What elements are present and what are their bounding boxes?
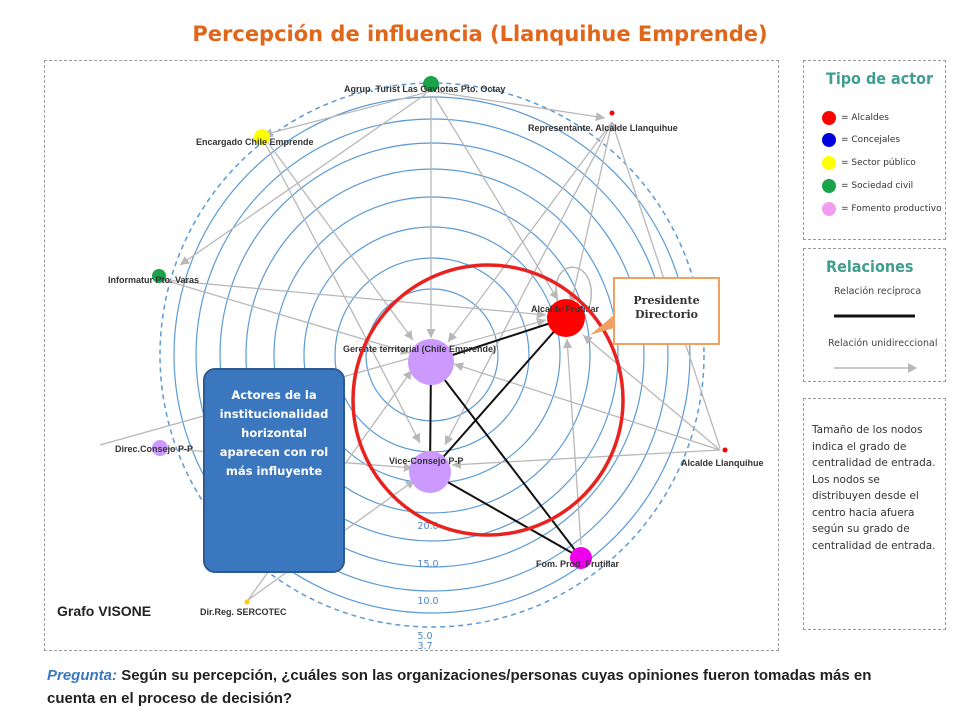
scale-label: 15.0 <box>417 559 438 570</box>
ring <box>195 118 669 592</box>
question-lead: Pregunta: <box>47 667 118 684</box>
edge <box>265 144 421 444</box>
edge <box>444 121 613 446</box>
ring <box>245 168 619 542</box>
legend-dot <box>822 179 836 193</box>
node-label: Representante. Alcalde Llanquihue <box>528 123 678 133</box>
scale-label: 3.7 <box>417 641 432 652</box>
legend-label: = Alcaldes <box>841 113 889 123</box>
edge-reciprocal <box>430 361 582 559</box>
relations-legend: Relaciones Relación recíproca Relación u… <box>803 248 946 382</box>
node-direc-consejo <box>152 440 168 456</box>
node-label: Encargado Chile Emprende <box>196 137 314 147</box>
node-gerente-territorial <box>408 339 454 385</box>
edge-reciprocal <box>429 317 567 473</box>
legend-item: = Concejales <box>822 132 900 148</box>
legend-item: = Alcaldes <box>822 110 889 126</box>
node-label: Gerente territorial (Chile Emprende) <box>343 344 496 354</box>
node-fom-prod-frutillar <box>570 547 592 569</box>
edge <box>435 91 606 122</box>
node-representante-alcalde <box>609 110 615 116</box>
node-alcalde-frutillar <box>547 299 585 337</box>
reciprocal-label: Relación recíproca <box>834 286 922 297</box>
edge <box>447 121 613 343</box>
node-label: Informatur Pto. Varas <box>108 275 199 285</box>
legend-label: = Concejales <box>841 135 901 145</box>
node-label: Alcalde Llanquihue <box>681 458 764 468</box>
legend-label: = Sector público <box>841 158 916 168</box>
scale-label: 20.0 <box>417 521 438 532</box>
edge <box>265 139 414 341</box>
callout-pointer <box>590 315 614 335</box>
node-informatur <box>152 269 166 283</box>
node-label: Direc.Consejo P-P <box>115 444 193 454</box>
edge <box>563 338 582 546</box>
institutional-actors-note: Actores de la institucionalidad horizont… <box>203 368 345 573</box>
callout-line: Directorio <box>635 308 698 321</box>
edge <box>568 121 613 305</box>
ring <box>273 196 591 514</box>
legend-label: = Sociedad civil <box>841 181 914 191</box>
unidirectional-label: Relación unidireccional <box>828 338 938 349</box>
node-encargado-chile-emprende <box>254 129 270 145</box>
node-label: Alcalde Frutillar <box>531 304 600 314</box>
node-sercotec <box>244 599 250 605</box>
node-size-description: Tamaño de los nodos indica el grado de c… <box>812 424 936 552</box>
callout-line: Presidente <box>633 294 700 307</box>
edge <box>453 362 721 451</box>
ring <box>219 142 645 568</box>
legend-item: = Fomento productivo <box>822 201 942 217</box>
node-label: Vice-Consejo P-P <box>389 456 463 466</box>
research-question: Pregunta: Según su percepción, ¿cuáles s… <box>47 664 917 710</box>
edge <box>163 279 547 319</box>
edge <box>582 334 721 451</box>
node-label: Fom. Prod. Frutillar <box>536 559 620 569</box>
legend-label: = Fomento productivo <box>841 204 942 214</box>
highlight-circle <box>351 263 625 537</box>
ring <box>365 288 499 422</box>
graph-nodes <box>152 76 728 605</box>
legend-dot <box>822 202 836 216</box>
edge-reciprocal <box>430 317 567 363</box>
edge <box>451 449 721 470</box>
node-alcalde-llanquihue <box>722 447 728 453</box>
president-callout: Presidente Directorio <box>613 277 720 345</box>
reciprocal-line-sample <box>834 314 917 373</box>
edge-reciprocal <box>429 471 582 559</box>
unidirectional-arrowhead <box>908 363 917 373</box>
concentric-rings <box>159 82 705 628</box>
actor-type-legend: Tipo de actor = Alcaldes = Concejales = … <box>803 60 946 240</box>
legend-dot <box>822 156 836 170</box>
legend-item: = Sociedad civil <box>822 178 913 194</box>
description-panel <box>803 398 946 630</box>
reciprocal-edges <box>429 317 582 559</box>
legend-dot <box>822 133 836 147</box>
scale-label: 5.0 <box>417 631 432 642</box>
legend-item: = Sector público <box>822 155 916 171</box>
page-title: Percepción de influencia (Llanquihue Emp… <box>192 22 768 46</box>
node-labels: Agrup. Turist Las Gaviotas Pto. Octay Re… <box>108 84 764 617</box>
edge <box>163 279 411 355</box>
legend-dot <box>822 111 836 125</box>
relations-title: Relaciones <box>826 257 914 276</box>
question-text: Según su percepción, ¿cuáles son las org… <box>47 667 872 707</box>
ring <box>173 96 691 614</box>
scale-label: 10.0 <box>417 596 438 607</box>
legend-title: Tipo de actor <box>826 69 934 88</box>
node-label: Dir.Reg. SERCOTEC <box>200 607 287 617</box>
self-loop <box>555 266 592 306</box>
node-label: Agrup. Turist Las Gaviotas Pto. Octay <box>344 84 505 94</box>
scale-labels: 20.0 15.0 10.0 5.0 3.7 <box>417 521 438 652</box>
edge <box>262 91 429 138</box>
node-vice-consejo <box>409 451 451 493</box>
node-agrup-turist <box>423 76 439 92</box>
edge <box>179 93 427 266</box>
graph-frame <box>44 60 779 651</box>
graph-source-label: Grafo VISONE <box>57 603 152 619</box>
